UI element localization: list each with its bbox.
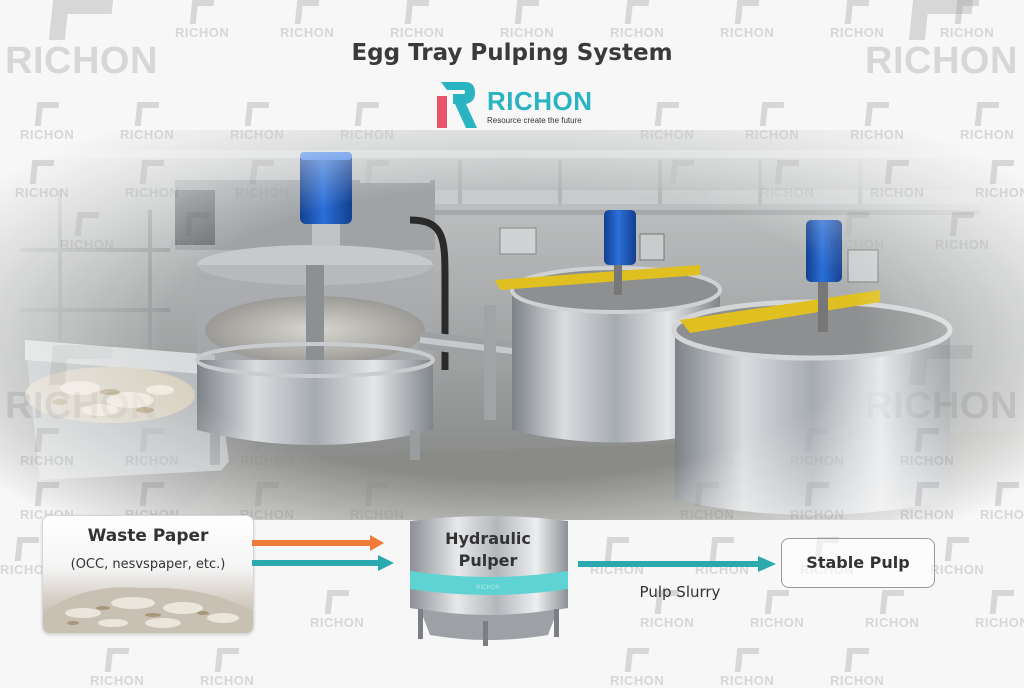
watermark: RICHON <box>90 648 144 687</box>
mix-tank-3 <box>671 220 953 515</box>
watermark-text: RICHON <box>940 25 995 40</box>
watermark: RICHON <box>930 537 984 576</box>
watermark: RICHON <box>865 590 919 629</box>
svg-text:RICHON: RICHON <box>476 585 500 591</box>
stable-pulp-label: Stable Pulp <box>806 553 910 572</box>
richon-r-logo-icon <box>879 590 905 614</box>
watermark-text: RICHON <box>390 25 445 40</box>
richon-r-logo-icon <box>624 648 650 672</box>
watermark-text: RICHON <box>610 673 665 688</box>
richon-r-logo-icon <box>604 537 630 561</box>
richon-r-logo-icon <box>974 102 1000 126</box>
watermark-text: RICHON <box>865 615 920 630</box>
watermark-text: RICHON <box>90 673 145 688</box>
watermark: RICHON <box>200 648 254 687</box>
richon-r-logo-icon <box>764 590 790 614</box>
richon-r-logo-icon <box>734 0 760 24</box>
richon-r-logo-icon <box>244 102 270 126</box>
orange-arrow <box>252 535 384 551</box>
watermark: RICHON <box>830 648 884 687</box>
richon-r-logo-icon <box>294 0 320 24</box>
hydraulic-pulper-label: Hydraulic Pulper <box>398 528 578 572</box>
richon-r-logo-icon <box>734 648 760 672</box>
richon-r-logo-icon <box>759 102 785 126</box>
richon-r-logo-icon <box>104 648 130 672</box>
watermark-text: RICHON <box>610 25 665 40</box>
watermark-text: RICHON <box>200 673 255 688</box>
watermark: RICHON <box>500 0 554 39</box>
watermark: RICHON <box>750 590 804 629</box>
richon-r-logo-icon <box>354 102 380 126</box>
pulper-label-line1: Hydraulic <box>445 529 531 548</box>
plant-photo <box>0 130 1024 520</box>
page-title: Egg Tray Pulping System <box>351 40 673 66</box>
brand-tagline: Resource create the future <box>487 116 582 125</box>
pulp-slurry-label: Pulp Slurry <box>639 583 721 601</box>
brand-name: RICHON <box>487 86 593 116</box>
paper-heap-image <box>43 587 253 633</box>
richon-r-logo-icon <box>909 0 974 40</box>
richon-r-logo-icon <box>654 102 680 126</box>
watermark: RICHON <box>720 648 774 687</box>
richon-r-logo-icon <box>324 590 350 614</box>
richon-r-logo-icon <box>989 590 1015 614</box>
richon-r-logo-icon <box>514 0 540 24</box>
richon-r-logo-icon <box>844 0 870 24</box>
watermark: RICHON <box>280 0 334 39</box>
watermark-text: RICHON <box>830 25 885 40</box>
brand-logo: RICHON Resource create the future <box>437 80 597 130</box>
watermark-text: RICHON <box>720 25 775 40</box>
pulper-label-line2: Pulper <box>458 551 518 570</box>
watermark-text: RICHON <box>720 673 775 688</box>
watermark: RICHON <box>940 0 994 39</box>
richon-r-logo-icon <box>944 537 970 561</box>
richon-r-logo-icon <box>864 102 890 126</box>
richon-r-logo-icon <box>189 0 215 24</box>
waste-paper-label: Waste Paper <box>87 526 209 546</box>
watermark-text: RICHON <box>175 25 230 40</box>
richon-r-logo-icon <box>624 0 650 24</box>
watermark: RICHON <box>590 537 644 576</box>
richon-r-logo-icon <box>437 82 477 128</box>
watermark-text: RICHON <box>500 25 555 40</box>
teal-arrow <box>252 555 394 571</box>
watermark-text: RICHON <box>310 615 365 630</box>
mix-tank-2 <box>495 210 722 443</box>
waste-paper-node: Waste Paper (OCC, nesvspaper, etc.) <box>42 515 254 634</box>
watermark: RICHON <box>610 0 664 39</box>
watermark: RICHON <box>310 590 364 629</box>
stable-pulp-node: Stable Pulp <box>781 538 935 588</box>
richon-r-logo-icon <box>34 102 60 126</box>
main-pulper <box>175 152 449 465</box>
watermark-text: RICHON <box>975 615 1024 630</box>
richon-r-logo-icon <box>214 648 240 672</box>
hydraulic-pulper-image: RICHON <box>410 516 568 646</box>
watermark: RICHON <box>610 648 664 687</box>
richon-r-logo-icon <box>954 0 980 24</box>
watermark: RICHON <box>975 590 1024 629</box>
richon-r-logo-icon <box>134 102 160 126</box>
richon-r-logo-icon <box>844 648 870 672</box>
watermark-text: RICHON <box>930 562 985 577</box>
waste-paper-sublabel: (OCC, nesvspaper, etc.) <box>70 557 226 572</box>
watermark: RICHON <box>175 0 229 39</box>
richon-r-logo-icon <box>14 537 40 561</box>
watermark: RICHON <box>830 0 884 39</box>
watermark-text: RICHON <box>640 615 695 630</box>
watermark-text: RICHON <box>280 25 335 40</box>
watermark-text: RICHON <box>750 615 805 630</box>
watermark: RICHON <box>390 0 444 39</box>
slurry-arrow <box>578 556 778 572</box>
watermark-text: RICHON <box>830 673 885 688</box>
watermark: RICHON <box>695 537 749 576</box>
richon-r-logo-icon <box>709 537 735 561</box>
watermark: RICHON <box>720 0 774 39</box>
richon-r-logo-icon <box>49 0 114 40</box>
richon-r-logo-icon <box>404 0 430 24</box>
